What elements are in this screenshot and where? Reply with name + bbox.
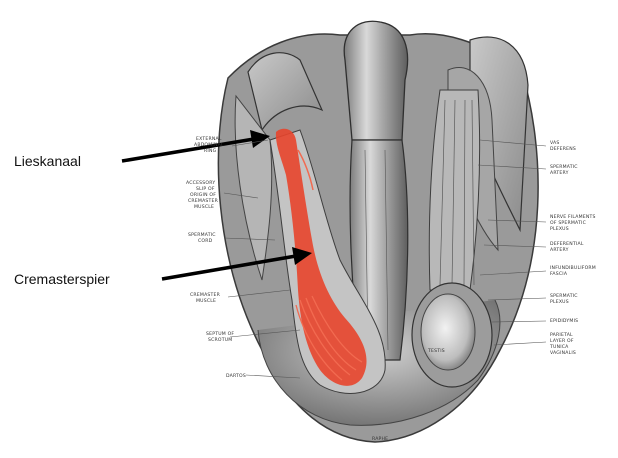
label-vas-deferens-1: VAS [550, 140, 560, 146]
label-accessory-3: ORIGIN OF [190, 192, 216, 198]
label-spermatic-artery-2: ARTERY [550, 170, 569, 176]
label-deferential-artery-2: ARTERY [550, 247, 569, 253]
label-inguinal-canal: Lieskanaal [14, 153, 81, 169]
label-accessory-1: ACCESSORY [186, 180, 215, 186]
label-epididymis: EPIDIDYMIS [550, 318, 578, 324]
label-raphe: RAPHE [372, 436, 388, 442]
label-nerve-filaments-2: OF SPERMATIC [550, 220, 586, 226]
label-spermatic-artery-1: SPERMATIC [550, 164, 578, 170]
label-dartos: DARTOS [226, 373, 246, 379]
label-cremaster-muscle-1: CREMASTER [190, 292, 221, 298]
label-spermatic-cord-1: SPERMATIC [188, 232, 216, 238]
label-parietal-2: LAYER OF [550, 338, 574, 344]
label-spermatic-cord-2: CORD [198, 238, 213, 244]
label-parietal-3: TUNICA [549, 344, 569, 350]
label-spermatic-plexus-1: SPERMATIC [550, 293, 578, 299]
label-accessory-2: SLIP OF [196, 186, 215, 192]
label-deferential-artery-1: DEFERENTIAL [550, 241, 584, 247]
label-parietal-1: PARIETAL [550, 332, 573, 338]
label-septum-1: SEPTUM OF [206, 331, 234, 337]
label-infundibuliform-2: FASCIA [550, 271, 568, 277]
label-external-ring-3: RING [204, 148, 217, 154]
label-external-ring-1: EXTERNAL [196, 136, 222, 142]
label-cremaster-muscle-2: MUSCLE [196, 298, 216, 304]
label-nerve-filaments-3: PLEXUS [550, 226, 569, 232]
label-nerve-filaments-1: NERVE FILAMENTS [550, 214, 596, 220]
label-infundibuliform-1: INFUNDIBULIFORM [550, 265, 596, 271]
label-septum-2: SCROTUM [208, 337, 232, 343]
label-accessory-4: CREMASTER [188, 198, 219, 204]
label-parietal-4: VAGINALIS [550, 350, 576, 356]
label-cremaster: Cremasterspier [14, 271, 110, 287]
label-accessory-5: MUSCLE [194, 204, 214, 210]
label-vas-deferens-2: DEFERENS [550, 146, 576, 152]
label-external-ring-2: ABDOMINAL [194, 142, 224, 148]
right-anatomy-labels: VAS DEFERENS SPERMATIC ARTERY NERVE FILA… [549, 140, 596, 356]
label-spermatic-plexus-2: PLEXUS [550, 299, 569, 305]
label-testis: TESTIS [427, 348, 445, 354]
